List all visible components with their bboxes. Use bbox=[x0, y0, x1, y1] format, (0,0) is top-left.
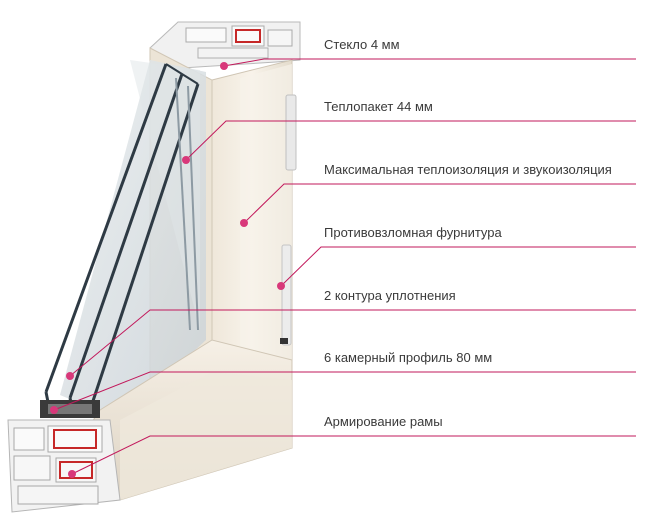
leader-reinforcement bbox=[71, 435, 636, 475]
leader-glass-dot bbox=[220, 62, 228, 70]
glass-unit bbox=[44, 60, 206, 421]
leader-seals-dot bbox=[66, 372, 74, 380]
leader-reinforcement-dot bbox=[68, 470, 76, 478]
leader-hardware-dot bbox=[277, 282, 285, 290]
callout-label-seals: 2 контура уплотнения bbox=[324, 288, 456, 303]
leader-hardware bbox=[280, 246, 636, 287]
bottom-profile-section bbox=[7, 400, 121, 513]
callout-label-glass: Стекло 4 мм bbox=[324, 37, 400, 52]
leader-glass bbox=[223, 58, 636, 67]
leader-profile-dot bbox=[50, 406, 58, 414]
leader-seals bbox=[69, 309, 636, 377]
callout-label-insulated-glass-unit: Теплопакет 44 мм bbox=[324, 99, 433, 114]
callout-label-reinforcement: Армирование рамы bbox=[324, 414, 443, 429]
callout-label-hardware: Противовзломная фурнитура bbox=[324, 225, 502, 240]
window-frame-illustration bbox=[7, 21, 301, 513]
leader-insulation-dot bbox=[240, 219, 248, 227]
leader-insulated-glass-unit-dot bbox=[182, 156, 190, 164]
callout-label-profile: 6 камерный профиль 80 мм bbox=[324, 350, 493, 365]
leader-insulation bbox=[243, 183, 636, 224]
callout-label-insulation: Максимальная теплоизоляция и звукоизоляц… bbox=[324, 162, 612, 177]
top-profile-section bbox=[149, 21, 301, 71]
leader-profile bbox=[53, 371, 636, 411]
leader-insulated-glass-unit bbox=[185, 120, 636, 161]
callout-leaders bbox=[50, 58, 636, 478]
